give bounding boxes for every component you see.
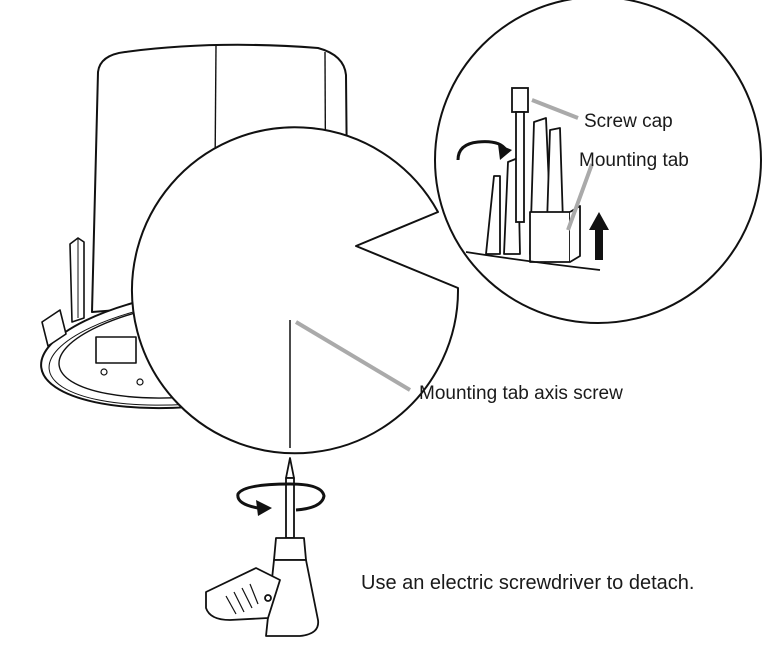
speaker-terminal (95, 336, 137, 364)
mounting-tab-label: Mounting tab (579, 150, 689, 171)
electric-screwdriver (205, 457, 320, 637)
leader-axis-screw (294, 320, 412, 392)
detail-screw-cap (511, 87, 529, 223)
screw-cap-label: Screw cap (584, 111, 673, 132)
speaker-left-post (69, 237, 85, 323)
leader-screw-cap (531, 98, 579, 120)
detail-callout (131, 0, 762, 455)
screwdriver-rotate-arrow-icon (236, 482, 326, 512)
up-arrow-icon (589, 212, 609, 260)
instruction-text: Use an electric screwdriver to detach. (361, 572, 695, 594)
rotate-arrow-icon (456, 140, 508, 161)
detail-mounting-tab (465, 117, 601, 271)
leader-mounting-tab (566, 163, 594, 231)
axis-screw-label: Mounting tab axis screw (419, 383, 623, 404)
speaker-left-ear (41, 309, 67, 347)
